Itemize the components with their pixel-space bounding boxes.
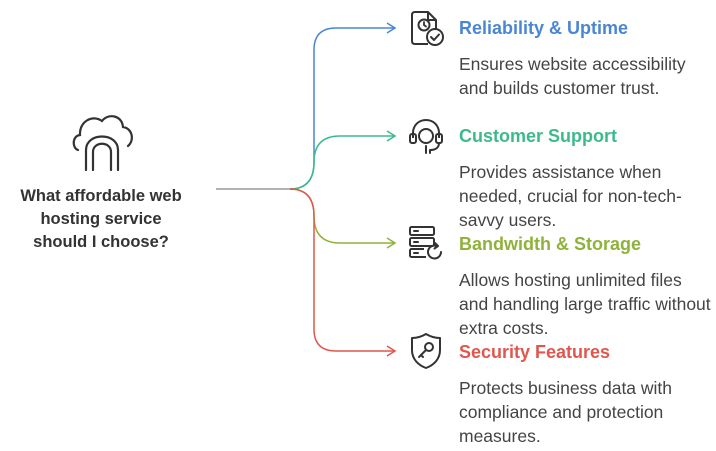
cloud-hosting-icon (72, 115, 133, 172)
question-text: What affordable web hosting service shou… (0, 185, 202, 254)
clock-check-icon (411, 11, 444, 46)
shield-key-icon (411, 333, 441, 369)
support-description: Provides assistance when needed, crucial… (459, 162, 682, 230)
connector-bandwidth (289, 188, 395, 244)
question-line-2: hosting service (40, 210, 162, 228)
connector-security (289, 188, 395, 352)
arrowhead-reliability (386, 22, 397, 34)
arrowhead-support (386, 130, 397, 142)
arrowhead-bandwidth (386, 237, 397, 249)
arrowhead-security (386, 345, 397, 357)
question-line-3: should I choose? (33, 233, 169, 251)
server-refresh-icon (409, 226, 442, 260)
reliability-description: Ensures website accessibility and builds… (459, 54, 686, 98)
connector-reliability (289, 27, 395, 190)
security-description: Protects business data with compliance a… (459, 378, 673, 446)
security-title: Security Features (459, 342, 611, 362)
question-line-1: What affordable web (20, 187, 182, 205)
support-title: Customer Support (459, 126, 618, 146)
reliability-title: Reliability & Uptime (459, 18, 629, 38)
headset-support-icon (409, 118, 443, 154)
connector-support (289, 135, 395, 190)
bandwidth-title: Bandwidth & Storage (459, 234, 642, 254)
bandwidth-description: Allows hosting unlimited files and handl… (459, 270, 711, 338)
